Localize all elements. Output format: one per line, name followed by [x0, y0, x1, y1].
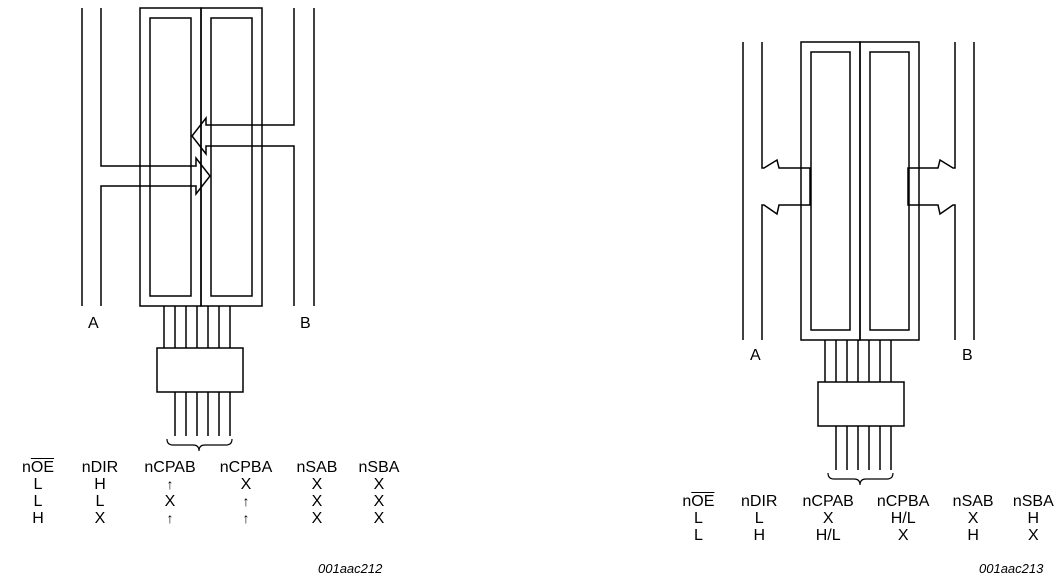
- right-control-lines-upper: [824, 340, 892, 382]
- left-header-ncpba: nCPBA: [219, 459, 273, 476]
- table-row: L H ↑ X X X: [8, 476, 408, 493]
- table-cell: X: [94, 510, 106, 527]
- left-register-b-inner: [210, 17, 253, 297]
- table-cell: X: [373, 476, 385, 493]
- left-figure-id: 001aac212: [318, 561, 383, 576]
- table-row: L L X ↑ X X: [8, 493, 408, 510]
- table-cell: X: [822, 510, 834, 527]
- table-cell: H: [753, 527, 766, 544]
- left-label-b: B: [300, 315, 311, 332]
- table-cell: X: [164, 493, 176, 510]
- table-cell: H: [94, 476, 106, 493]
- right-header-ndir: nDIR: [741, 493, 778, 510]
- table-cell: X: [967, 510, 979, 527]
- table-cell: H/L: [890, 510, 916, 527]
- table-cell: L: [754, 510, 764, 527]
- right-label-b: B: [962, 347, 973, 364]
- right-header-ncpab: nCPAB: [802, 493, 854, 510]
- right-b-bus-inner: [907, 42, 956, 340]
- left-table-header-row: nOE nDIR nCPAB nCPBA nSAB nSBA: [8, 459, 408, 476]
- table-cell: L: [95, 493, 105, 510]
- table-cell: ↑: [242, 510, 250, 526]
- left-header-ncpab: nCPAB: [144, 459, 196, 476]
- left-register-b: [200, 7, 263, 307]
- left-label-a: A: [88, 315, 99, 332]
- right-diagram: [742, 41, 975, 486]
- right-brace: [827, 472, 894, 486]
- right-header-ncpba: nCPBA: [876, 493, 930, 510]
- table-row: L H H/L X H X: [669, 527, 1061, 544]
- left-header-nsab: nSAB: [296, 459, 338, 476]
- right-header-nsab: nSAB: [952, 493, 994, 510]
- table-cell: ↑: [166, 510, 174, 526]
- table-cell: H/L: [815, 527, 841, 544]
- right-control-block: [817, 381, 905, 427]
- table-cell: H: [967, 527, 979, 544]
- left-control-lines-upper: [163, 306, 231, 348]
- left-diagram: [81, 7, 315, 452]
- table-cell: X: [373, 510, 385, 527]
- left-b-bus-inner: [191, 8, 295, 306]
- right-table-header-row: nOE nDIR nCPAB nCPBA nSAB nSBA: [669, 493, 1061, 510]
- left-header-nsba: nSBA: [358, 459, 400, 476]
- table-row: L L X H/L X H: [669, 510, 1061, 527]
- right-function-table: nOE nDIR nCPAB nCPBA nSAB nSBA L L X H/L…: [669, 493, 1061, 544]
- left-header-ndir: nDIR: [81, 459, 119, 476]
- left-brace: [166, 438, 233, 452]
- table-cell: X: [897, 527, 909, 544]
- table-cell: ↑: [166, 476, 174, 492]
- table-cell: ↑: [242, 493, 250, 509]
- right-control-lines-lower: [835, 426, 892, 470]
- right-register-a-inner: [810, 51, 851, 331]
- table-cell: X: [240, 476, 252, 493]
- right-header-nsba: nSBA: [1012, 493, 1054, 510]
- table-cell: L: [693, 510, 703, 527]
- table-cell: X: [311, 510, 323, 527]
- table-cell: X: [1027, 527, 1039, 544]
- left-register-a-inner: [149, 17, 192, 297]
- table-cell: H: [32, 510, 44, 527]
- right-header-noe: nOE: [682, 493, 715, 510]
- right-a-bus-inner: [761, 42, 811, 340]
- table-cell: X: [311, 493, 323, 510]
- right-label-a: A: [750, 347, 761, 364]
- left-a-bus-inner: [100, 8, 211, 306]
- left-control-block: [156, 347, 244, 393]
- left-control-lines-lower: [174, 392, 231, 436]
- table-cell: X: [373, 493, 385, 510]
- table-cell: H: [1027, 510, 1040, 527]
- table-cell: L: [33, 493, 43, 510]
- table-cell: L: [693, 527, 703, 544]
- table-cell: L: [33, 476, 43, 493]
- left-function-table: nOE nDIR nCPAB nCPBA nSAB nSBA L H ↑ X X…: [8, 459, 408, 527]
- left-register-a: [139, 7, 202, 307]
- table-row: H X ↑ ↑ X X: [8, 510, 408, 527]
- right-register-b-inner: [869, 51, 910, 331]
- table-cell: X: [311, 476, 323, 493]
- right-figure-id: 001aac213: [979, 561, 1044, 576]
- left-header-noe: nOE: [21, 459, 55, 476]
- right-register-b: [859, 41, 920, 341]
